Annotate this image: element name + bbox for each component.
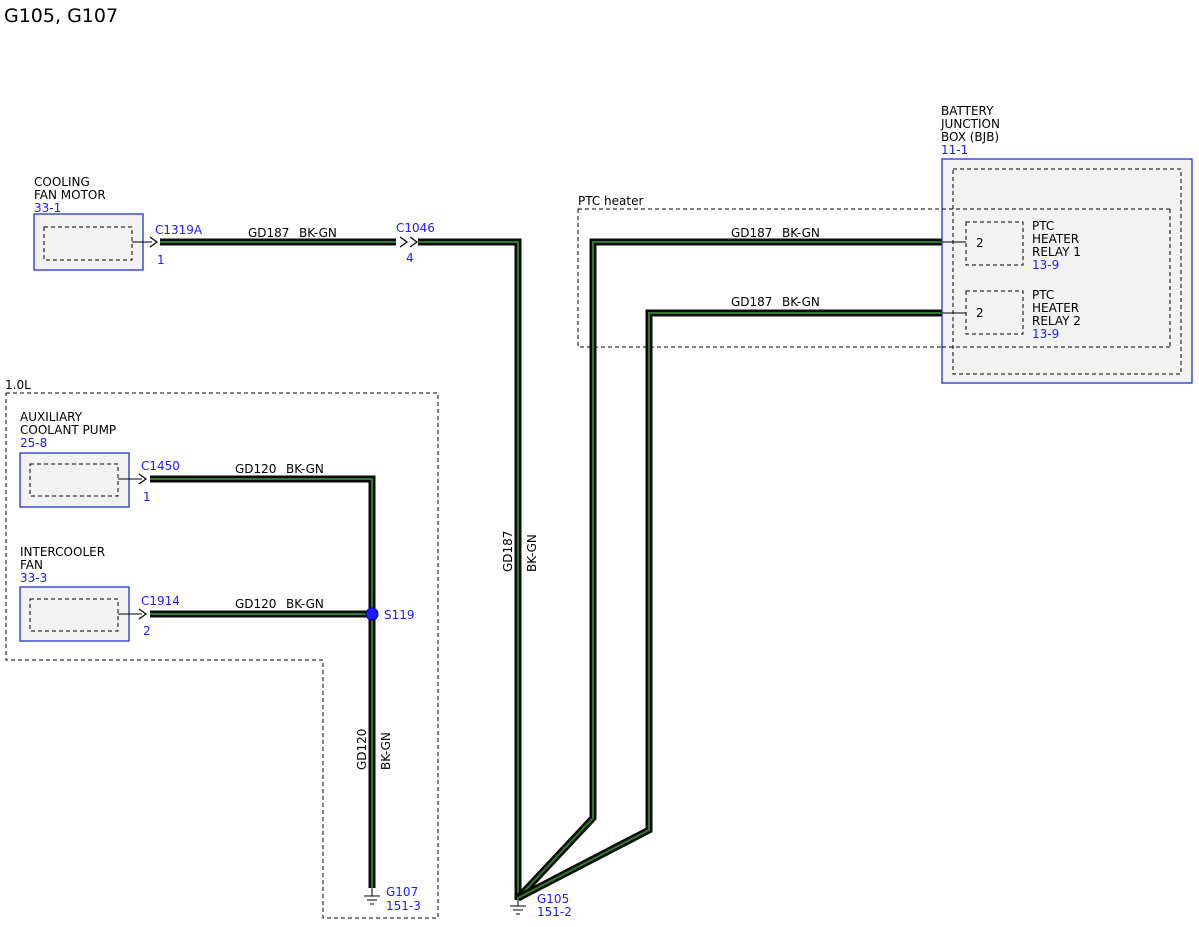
wire-color-label: BK-GN bbox=[299, 226, 337, 240]
intercooler-fan-ref-link[interactable]: 33-3 bbox=[20, 571, 47, 585]
intercooler-fan-component[interactable]: INTERCOOLER FAN 33-3 bbox=[19, 545, 130, 642]
svg-text:PTC: PTC bbox=[1032, 219, 1054, 233]
region-label: 1.0L bbox=[5, 378, 31, 392]
wire-color-label: BK-GN bbox=[782, 295, 820, 309]
connector-c1914[interactable]: C1914 2 bbox=[118, 594, 180, 638]
svg-text:HEATER: HEATER bbox=[1032, 301, 1079, 315]
svg-text:INTERCOOLER: INTERCOOLER bbox=[20, 545, 105, 559]
battery-junction-box-ref-link[interactable]: 11-1 bbox=[941, 143, 968, 157]
connector-id[interactable]: C1319A bbox=[155, 223, 203, 237]
auxiliary-coolant-pump-ref-link[interactable]: 25-8 bbox=[20, 436, 47, 450]
relay-pin: 2 bbox=[976, 236, 984, 250]
page-title: G105, G107 bbox=[4, 5, 118, 27]
connector-id[interactable]: C1914 bbox=[141, 594, 180, 608]
connector-pin: 1 bbox=[157, 253, 165, 267]
connector-arrow-icon bbox=[399, 236, 409, 248]
wire-gd187-ptc-relay-1 bbox=[515, 238, 942, 901]
svg-text:RELAY 2: RELAY 2 bbox=[1032, 314, 1081, 328]
wire-color-label: BK-GN bbox=[286, 597, 324, 611]
ptc-heater-relay-2-component[interactable]: 2 PTC HEATER RELAY 2 13-9 bbox=[942, 288, 1081, 341]
connector-arrow-icon bbox=[138, 473, 148, 485]
svg-text:AUXILIARY: AUXILIARY bbox=[20, 410, 83, 424]
ground-g105[interactable]: G105 151-2 bbox=[510, 892, 572, 919]
ground-ref-link[interactable]: 151-2 bbox=[537, 905, 572, 919]
svg-text:FAN MOTOR: FAN MOTOR bbox=[34, 188, 106, 202]
svg-text:PTC: PTC bbox=[1032, 288, 1054, 302]
splice-dot-icon bbox=[365, 607, 379, 621]
connector-pin: 2 bbox=[143, 624, 151, 638]
svg-text:RELAY 1: RELAY 1 bbox=[1032, 245, 1081, 259]
region-1-0l bbox=[5, 392, 439, 919]
connector-id[interactable]: C1450 bbox=[141, 459, 180, 473]
ptc-heater-relay-2-ref-link[interactable]: 13-9 bbox=[1032, 327, 1059, 341]
connector-c1450[interactable]: C1450 1 bbox=[118, 459, 180, 504]
ptc-heater-relay-1-ref-link[interactable]: 13-9 bbox=[1032, 258, 1059, 272]
connector-arrow-icon bbox=[138, 608, 148, 620]
svg-text:COOLANT PUMP: COOLANT PUMP bbox=[20, 423, 116, 437]
ground-id[interactable]: G105 bbox=[537, 892, 569, 906]
wire-circuit-label: GD187 bbox=[501, 531, 515, 572]
ground-icon bbox=[364, 895, 380, 905]
wire-circuit-label: GD120 bbox=[355, 729, 369, 770]
connector-arrow-icon bbox=[149, 236, 159, 248]
wire-gd120-aux-pump bbox=[150, 475, 376, 614]
svg-text:HEATER: HEATER bbox=[1032, 232, 1079, 246]
svg-text:JUNCTION: JUNCTION bbox=[940, 117, 1000, 131]
connector-c1046[interactable]: C1046 4 bbox=[396, 221, 435, 265]
connector-pin: 1 bbox=[143, 490, 151, 504]
wire-gd187-ptc-relay-2 bbox=[516, 309, 942, 902]
svg-text:BOX (BJB): BOX (BJB) bbox=[941, 130, 999, 144]
wire-circuit-label: GD187 bbox=[248, 226, 289, 240]
cooling-fan-motor-ref-link[interactable]: 33-1 bbox=[34, 201, 61, 215]
ground-icon bbox=[510, 905, 526, 915]
auxiliary-coolant-pump-component[interactable]: AUXILIARY COOLANT PUMP 25-8 bbox=[19, 410, 130, 508]
wire-color-label: BK-GN bbox=[525, 534, 539, 572]
ground-g107[interactable]: G107 151-3 bbox=[364, 885, 421, 913]
splice-s119[interactable]: S119 bbox=[365, 607, 415, 622]
relay-pin: 2 bbox=[976, 306, 984, 320]
svg-text:BATTERY: BATTERY bbox=[941, 104, 994, 118]
wire-circuit-label: GD187 bbox=[731, 226, 772, 240]
splice-id[interactable]: S119 bbox=[384, 608, 415, 622]
connector-c1319a[interactable]: C1319A 1 bbox=[132, 223, 203, 267]
wire-circuit-label: GD120 bbox=[235, 462, 276, 476]
wire-circuit-label: GD120 bbox=[235, 597, 276, 611]
ptc-heater-relay-1-component[interactable]: 2 PTC HEATER RELAY 1 13-9 bbox=[942, 219, 1081, 272]
svg-text:FAN: FAN bbox=[20, 558, 43, 572]
battery-junction-box-component[interactable]: BATTERY JUNCTION BOX (BJB) 11-1 bbox=[940, 104, 1193, 384]
region-label: PTC heater bbox=[578, 194, 643, 208]
wire-color-label: BK-GN bbox=[379, 732, 393, 770]
connector-id[interactable]: C1046 bbox=[396, 221, 435, 235]
ground-id[interactable]: G107 bbox=[386, 885, 418, 899]
svg-text:COOLING: COOLING bbox=[34, 175, 90, 189]
cooling-fan-motor-component[interactable]: COOLING FAN MOTOR 33-1 bbox=[33, 175, 144, 271]
wire-gd187-cooling-fan bbox=[160, 238, 522, 900]
ground-ref-link[interactable]: 151-3 bbox=[386, 899, 421, 913]
connector-pin: 4 bbox=[406, 251, 414, 265]
wire-color-label: BK-GN bbox=[782, 226, 820, 240]
wire-color-label: BK-GN bbox=[286, 462, 324, 476]
wire-circuit-label: GD187 bbox=[731, 295, 772, 309]
